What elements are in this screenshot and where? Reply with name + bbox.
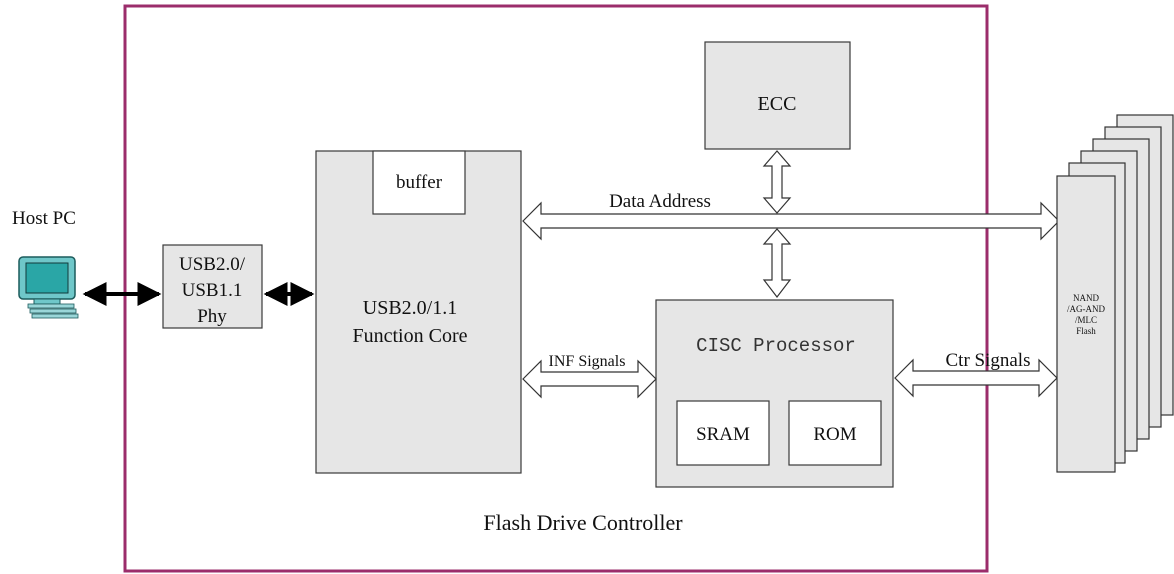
function-core-label-2: Function Core	[353, 325, 468, 347]
ecc-block	[704, 41, 851, 150]
flash-label-4: Flash	[1076, 326, 1096, 336]
ecc-bus-arrow	[762, 150, 792, 214]
host-pc-label: Host PC	[12, 208, 76, 229]
flash-label-2: /AG-AND	[1067, 304, 1105, 314]
usb-phy-label-3: Phy	[197, 306, 227, 327]
sram-block	[676, 400, 770, 466]
inf-signals-arrow	[522, 359, 657, 399]
inf-signals-label: INF Signals	[549, 353, 626, 370]
buffer-label: buffer	[396, 172, 443, 193]
computer-icon	[18, 256, 79, 319]
usb-phy-label-1: USB2.0/	[179, 254, 246, 275]
flash-chip-front	[1056, 175, 1116, 473]
flash-label-1: NAND	[1073, 293, 1099, 303]
data-address-label: Data Address	[609, 191, 711, 212]
ecc-label: ECC	[758, 93, 797, 115]
buffer-block	[372, 150, 466, 215]
data-address-bus	[522, 201, 1060, 241]
usb-phy-label-2: USB1.1	[182, 280, 243, 301]
usb-phy-block	[162, 244, 263, 329]
function-core-label-1: USB2.0/1.1	[363, 297, 457, 319]
controller-caption: Flash Drive Controller	[483, 510, 683, 535]
flash-memory-stack	[1056, 114, 1174, 473]
flash-label-3: /MLC	[1075, 315, 1097, 325]
bus-cisc-arrow	[762, 228, 792, 298]
ctr-signals-label: Ctr Signals	[946, 350, 1031, 371]
rom-block	[788, 400, 882, 466]
rom-label: ROM	[813, 424, 856, 445]
cisc-processor-label: CISC Processor	[696, 335, 856, 357]
sram-label: SRAM	[696, 424, 750, 445]
